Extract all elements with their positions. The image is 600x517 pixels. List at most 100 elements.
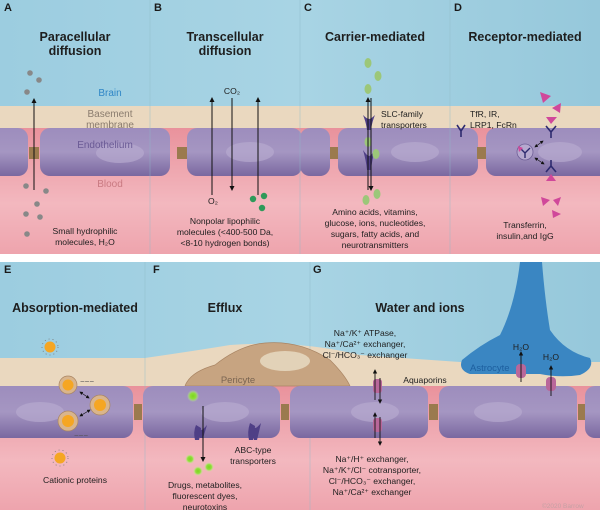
panel-letter-a: A	[4, 2, 12, 14]
panel-a-caption-2: molecules, H₂O	[55, 237, 115, 247]
panel-c-caption: Amino acids, vitamins,	[332, 207, 418, 217]
panel-a-caption: Small hydrophilic	[53, 226, 119, 236]
panel-d: D Receptor-mediated TfR, IR, LRP1, FcRn …	[454, 2, 582, 241]
blood-side-transporters-4: Na⁺/Ca²⁺ exchanger	[333, 487, 412, 497]
blood-side-transporters-2: Na⁺/K⁺/Cl⁻ cotransporter,	[323, 465, 421, 475]
ligand	[552, 210, 561, 218]
efflux-substrate	[187, 390, 199, 402]
small-molecule	[27, 70, 33, 76]
panel-g-title: Water and ions	[375, 301, 464, 315]
ligand	[553, 197, 561, 206]
co2-label: CO₂	[224, 86, 240, 96]
panel-b-title: Transcellular	[186, 30, 263, 44]
nucleus	[96, 143, 144, 163]
bottom-row: Pericyte Astrocyte	[0, 261, 600, 517]
cationic-protein	[51, 449, 69, 467]
abc-transporter-label-2: transporters	[230, 456, 276, 466]
endothelial-cell	[300, 128, 330, 176]
small-molecule	[24, 231, 30, 237]
aquaporins-label: Aquaporins	[403, 375, 446, 385]
nucleus	[16, 402, 64, 422]
efflux-substrate	[204, 462, 214, 472]
endothelial-cell	[585, 386, 600, 438]
nucleus	[391, 142, 439, 162]
carrier-substrate	[362, 195, 370, 205]
h2o-label-2: H₂O	[543, 352, 560, 362]
panel-d-caption-2: insulin,and IgG	[496, 231, 554, 241]
nonpolar-molecule	[258, 204, 266, 212]
nucleus	[226, 142, 274, 162]
basement-membrane-label-2: membrane	[86, 120, 134, 131]
panel-e: E Absorption-mediated −−− −−− Cationic p…	[4, 264, 138, 485]
carrier-substrate	[364, 84, 372, 94]
panel-e-title: Absorption-mediated	[12, 301, 138, 315]
ligand	[552, 103, 561, 113]
small-molecule	[36, 77, 42, 83]
tight-junction	[134, 404, 142, 420]
absorptive-vesicle	[58, 375, 78, 395]
small-molecule	[43, 188, 49, 194]
tight-junction	[281, 404, 289, 420]
slc-transporter-label-2: transporters	[381, 120, 427, 130]
panel-a: A Paracellular diffusion Small hydrophil…	[4, 2, 118, 247]
brain-side-transporters-3: Cl⁻/HCO₃⁻ exchanger	[323, 350, 408, 360]
nucleus	[351, 402, 399, 422]
panel-c-title: Carrier-mediated	[325, 30, 425, 44]
tight-junction	[429, 404, 438, 420]
blood-side-transporters: Na⁺/H⁺ exchanger,	[335, 454, 408, 464]
panel-d-caption: Transferrin,	[503, 220, 547, 230]
panel-c-caption-2: glucose, ions, nucleotides,	[325, 218, 426, 228]
panel-f-caption: Drugs, metabolites,	[168, 480, 242, 490]
efflux-substrate	[185, 454, 195, 464]
abc-transporter	[194, 425, 201, 440]
slc-transporter	[363, 150, 375, 170]
astrocyte-label: Astrocyte	[470, 363, 510, 374]
slc-transporter-label: SLC-family	[381, 109, 424, 119]
negative-charge: −−−	[80, 377, 94, 386]
panel-b-caption: Nonpolar lipophilic	[190, 216, 261, 226]
blood-side-transporters-3: Cl⁻/HCO₃⁻ exchanger,	[329, 476, 416, 486]
transcytosis-arrow	[534, 157, 545, 165]
brain-side-transporters-2: Na⁺/Ca²⁺ exchanger,	[325, 339, 406, 349]
astrocyte	[461, 262, 592, 377]
panel-f: F Efflux ABC-type transporters Drugs, me…	[153, 264, 276, 512]
panel-a-title-2: diffusion	[49, 44, 102, 58]
receptor-icon	[519, 147, 531, 158]
panel-letter-b: B	[154, 2, 162, 14]
abc-transporter	[248, 423, 255, 440]
ligand	[540, 92, 551, 103]
ligand	[546, 117, 557, 124]
nucleus	[201, 402, 249, 422]
panel-b-caption-2: molecules (<400-500 Da,	[177, 227, 273, 237]
small-molecule	[37, 214, 43, 220]
nonpolar-molecule	[249, 195, 257, 203]
absorptive-vesicle	[89, 394, 111, 416]
endothelium-label: Endothelium	[77, 140, 133, 151]
panel-letter-g: G	[313, 264, 322, 276]
receptor-label-2: LRP1, FcRn	[470, 120, 517, 130]
tight-junction	[578, 404, 585, 420]
panel-e-caption: Cationic proteins	[43, 475, 107, 485]
efflux-substrate	[193, 466, 203, 476]
o2-label: O₂	[208, 196, 218, 206]
tight-junction	[177, 147, 187, 159]
slc-transporter	[363, 115, 375, 130]
panel-f-title: Efflux	[208, 301, 243, 315]
small-molecule	[23, 211, 29, 217]
carrier-substrate	[372, 149, 380, 159]
pericyte-label: Pericyte	[221, 375, 255, 386]
transcytosis-arrow	[534, 140, 544, 148]
panel-b-title-2: diffusion	[199, 44, 252, 58]
panel-c-caption-3: sugars, fatty acids, and	[331, 229, 420, 239]
panel-letter-f: F	[153, 264, 160, 276]
basement-membrane-label: Basement	[87, 109, 132, 120]
nucleus	[474, 402, 522, 422]
receptor-icon	[456, 124, 466, 137]
panel-d-title: Receptor-mediated	[468, 30, 581, 44]
pericyte-nucleus	[260, 351, 310, 371]
panel-f-caption-2: fluorescent dyes,	[173, 491, 238, 501]
panel-b-caption-3: <8-10 hydrogen bonds)	[180, 238, 269, 248]
small-molecule	[34, 201, 40, 207]
carrier-substrate	[373, 189, 381, 199]
